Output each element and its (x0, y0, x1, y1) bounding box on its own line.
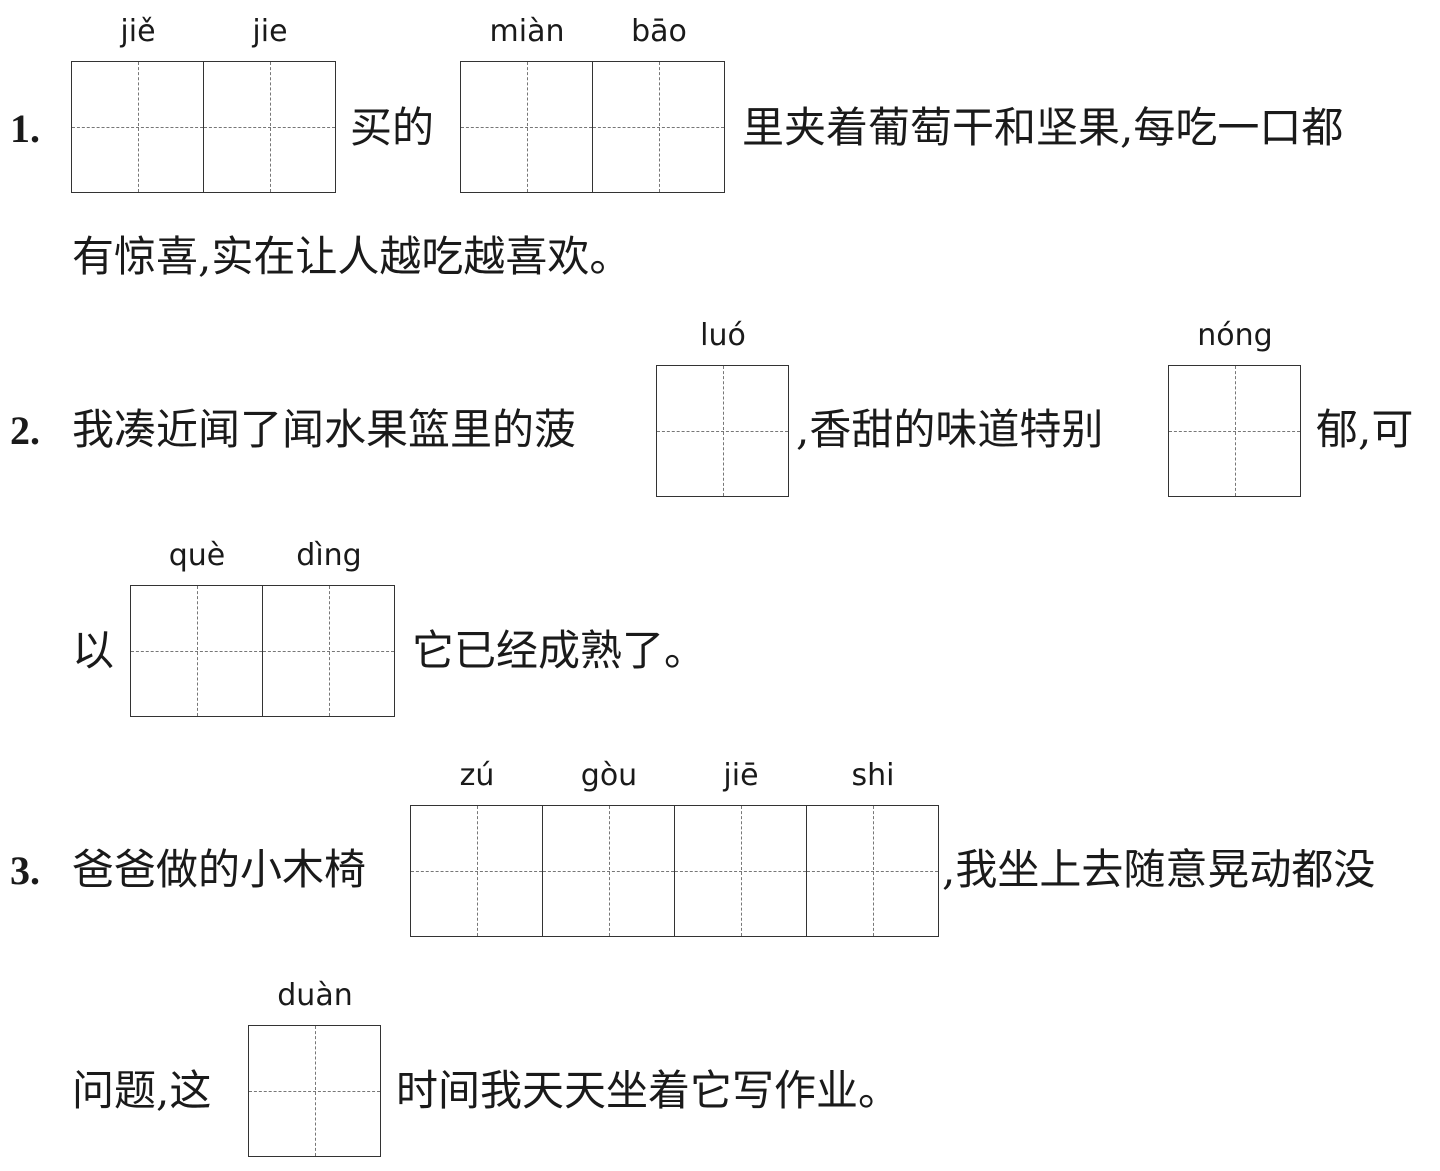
question-number: 2. (10, 408, 40, 453)
tianzige-cell[interactable] (657, 365, 789, 497)
pinyin-label: nóng (1197, 318, 1273, 353)
pinyin-label: jie (252, 14, 288, 49)
pinyin-label: gòu (580, 758, 638, 793)
sentence-text: 买的 (350, 103, 435, 152)
tianzige-cell[interactable] (131, 585, 263, 717)
sentence-text: ,香甜的味道特别 (796, 405, 1104, 454)
sentence-text: 郁,可 (1316, 405, 1414, 454)
answer-box[interactable] (656, 365, 789, 497)
sentence-text: 它已经成熟了。 (412, 626, 707, 675)
tianzige-cell[interactable] (461, 61, 593, 193)
sentence-text: 有惊喜,实在让人越吃越喜欢。 (72, 232, 632, 281)
tianzige-cell[interactable] (675, 805, 807, 937)
answer-box[interactable] (248, 1025, 381, 1157)
pinyin-label: miàn (489, 14, 565, 49)
pinyin-label: jiě (120, 14, 156, 49)
sentence-text: 以 (72, 626, 115, 675)
pinyin-label: shi (851, 758, 895, 793)
answer-box[interactable] (410, 805, 939, 937)
answer-box[interactable] (71, 61, 336, 193)
tianzige-cell[interactable] (263, 585, 395, 717)
tianzige-cell[interactable] (807, 805, 939, 937)
tianzige-cell[interactable] (543, 805, 675, 937)
sentence-text: 时间我天天坐着它写作业。 (396, 1066, 901, 1115)
answer-box[interactable] (460, 61, 725, 193)
sentence-text: 里夹着葡萄干和坚果,每吃一口都 (742, 103, 1344, 152)
tianzige-cell[interactable] (249, 1025, 381, 1157)
question-number: 1. (10, 106, 40, 151)
pinyin-label: duàn (277, 978, 353, 1013)
question-number: 3. (10, 848, 40, 893)
pinyin-label: jiē (723, 758, 759, 793)
pinyin-label: zú (459, 758, 495, 793)
sentence-text: 问题,这 (72, 1066, 212, 1115)
answer-box[interactable] (1168, 365, 1301, 497)
sentence-text: ,我坐上去随意晃动都没 (942, 845, 1376, 894)
sentence-text: 爸爸做的小木椅 (72, 845, 367, 894)
tianzige-cell[interactable] (204, 61, 336, 193)
answer-box[interactable] (130, 585, 395, 717)
pinyin-label: dìng (296, 538, 362, 573)
sentence-text: 我凑近闻了闻水果篮里的菠 (72, 405, 577, 454)
pinyin-label: luó (700, 318, 746, 353)
tianzige-cell[interactable] (1169, 365, 1301, 497)
tianzige-cell[interactable] (411, 805, 543, 937)
tianzige-cell[interactable] (593, 61, 725, 193)
pinyin-label: què (168, 538, 226, 573)
tianzige-cell[interactable] (72, 61, 204, 193)
pinyin-label: bāo (631, 14, 687, 49)
